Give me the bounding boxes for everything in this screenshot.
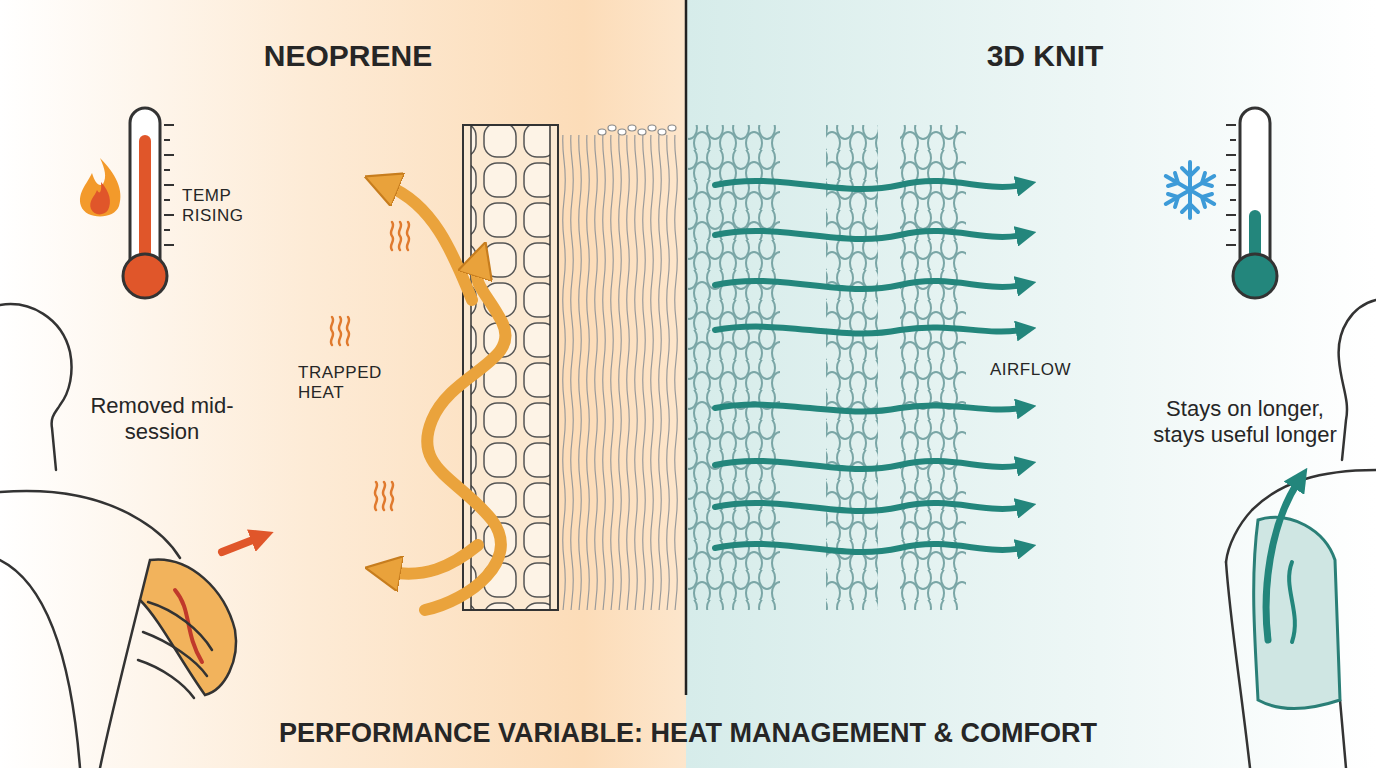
flame-outer	[80, 158, 120, 217]
wrist	[100, 600, 140, 768]
thermometer-bulb	[1233, 254, 1277, 298]
fiber-end	[628, 125, 636, 131]
finger	[148, 602, 212, 650]
neoprene-sleeve	[140, 560, 236, 695]
snowflake-icon	[1166, 162, 1214, 218]
snowflake-spokes	[1166, 162, 1214, 218]
thermometer-ticks	[164, 125, 174, 245]
knit-column	[826, 125, 878, 610]
heat-arrow	[390, 545, 478, 574]
airflow-arrow	[715, 461, 1022, 469]
flame-icon	[80, 158, 120, 217]
snowflake-branches	[1168, 168, 1212, 212]
label-anchor: AIRFLOW	[990, 360, 1080, 380]
airflow-arrow	[715, 503, 1022, 511]
panel-edge	[470, 125, 472, 610]
heat-squiggle	[375, 482, 393, 510]
airflow-arrow	[715, 181, 1022, 189]
knit-mesh	[688, 125, 780, 610]
outcome-note: Stays on longer, stays useful longer	[1143, 396, 1348, 449]
thermometer-bulb	[123, 254, 167, 298]
heat-arrow	[388, 186, 472, 300]
label-anchor: Removed mid-session	[87, 393, 237, 446]
airflow-arrow	[715, 544, 1022, 552]
label-anchor: TRAPPED HEAT	[298, 363, 398, 404]
material-heading: 3D KNIT	[905, 38, 1185, 74]
removal-arrow	[222, 538, 258, 552]
hot-thermometer	[123, 108, 174, 298]
label-anchor: 3D KNIT	[905, 38, 1185, 74]
panel-edge	[549, 125, 551, 610]
person-left	[0, 304, 180, 768]
fiber-end	[608, 125, 616, 131]
outcome-note: Removed mid-session	[87, 393, 237, 446]
fiber-end	[618, 129, 626, 135]
material-heading: NEOPRENE	[208, 38, 488, 74]
heat-squiggle	[391, 222, 409, 250]
finger	[143, 632, 207, 676]
airflow-arrow	[715, 327, 1022, 334]
caption-anchor: PERFORMANCE VARIABLE: HEAT MANAGEMENT & …	[88, 717, 1288, 749]
airflow-arrows	[715, 181, 1022, 552]
airflow-arrow	[715, 231, 1022, 239]
knit-layer	[688, 125, 966, 610]
label-anchor: Stays on longer, stays useful longer	[1143, 396, 1348, 449]
fiber-end	[668, 125, 676, 131]
fiber-ends	[598, 125, 676, 135]
cool-ground	[686, 0, 1376, 768]
head-outline	[0, 304, 72, 470]
arm-outline	[1226, 562, 1250, 768]
thermometer-ticks	[1226, 125, 1236, 245]
heat-squiggle	[331, 317, 349, 345]
airflow-label: AIRFLOW	[990, 360, 1080, 380]
fiber-end	[658, 129, 666, 135]
person-right	[1226, 300, 1376, 768]
sleeve-seam	[1289, 562, 1295, 642]
warm-ground	[0, 0, 686, 768]
airflow-arrow	[715, 405, 1022, 412]
shoulder-outline	[0, 491, 180, 558]
temperature-label: TEMP RISING	[182, 186, 254, 227]
heat-label: TRAPPED HEAT	[298, 363, 398, 404]
stay-on-arrow	[1266, 482, 1298, 640]
label-anchor: TEMP RISING	[182, 186, 254, 227]
flame-inner	[90, 182, 110, 214]
body-outline	[0, 560, 80, 768]
fiber-end	[638, 129, 646, 135]
airflow-arrow	[715, 281, 1022, 289]
label-anchor: NEOPRENE	[208, 38, 488, 74]
cool-thermometer	[1226, 108, 1277, 298]
fiber-end	[648, 125, 656, 131]
hand-outline	[100, 600, 212, 768]
heat-arrows	[388, 186, 506, 610]
caption: PERFORMANCE VARIABLE: HEAT MANAGEMENT & …	[88, 717, 1288, 749]
knit-column	[900, 125, 966, 610]
fiber-end	[598, 129, 606, 135]
divider-line	[685, 0, 688, 695]
head-outline	[1339, 300, 1376, 460]
arm-outline	[1340, 700, 1346, 768]
fiber-backing	[560, 135, 682, 610]
finger	[138, 660, 194, 698]
